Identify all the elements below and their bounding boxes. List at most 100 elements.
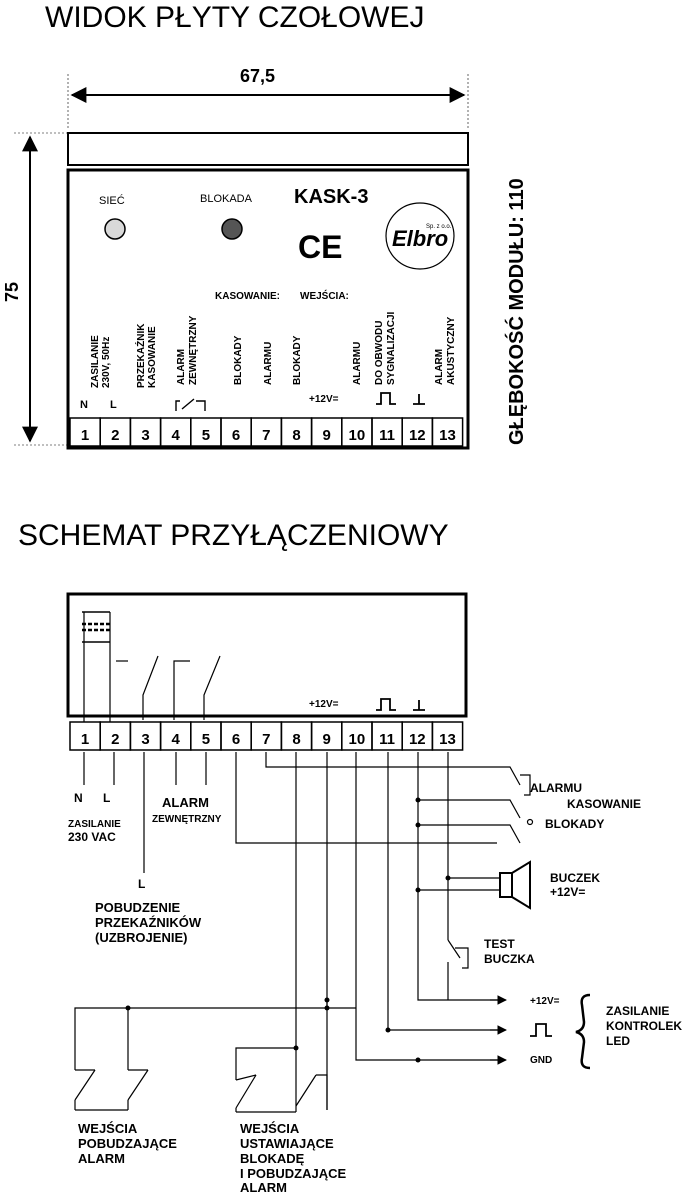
schema-terminal-label-5: 5 [202, 731, 210, 748]
kasowanie-header: KASOWANIE: [215, 291, 280, 302]
logo-sub: Sp. z o.o. [426, 224, 452, 230]
label-wej-ust-3: BLOKADĘ [240, 1151, 305, 1166]
relay-contact-5 [203, 655, 221, 720]
label-wej-ust-5: ALARM [240, 1180, 287, 1194]
front-terminal-label-9: 9 [323, 427, 331, 444]
label-zas-kontr-3: LED [606, 1034, 630, 1048]
wejscia-header: WEJŚCIA: [300, 289, 349, 302]
junction-dots [125, 797, 451, 1063]
front-terminal-13 [431, 417, 464, 447]
label-pobudzenie-3: (UZBROJENIE) [95, 930, 187, 945]
schema-l-label-2: L [138, 877, 145, 891]
label-out-plus12: +12V= [530, 996, 560, 1007]
label-buczek-voltage: +12V= [550, 885, 585, 899]
schema-l-label: L [103, 791, 110, 805]
ce-mark: CE [298, 229, 342, 265]
front-relay-contact [175, 398, 206, 411]
svg-text:ZEWNĘTRZNY: ZEWNĘTRZNY [188, 315, 199, 385]
front-terminal-label-2: 2 [111, 427, 119, 444]
width-dim-label: 67,5 [240, 66, 275, 86]
schema-terminal-label-4: 4 [172, 731, 181, 748]
front-terminal-label-11: 11 [379, 427, 395, 444]
relay-contact-4 [173, 660, 190, 720]
label-wej-pob-1: WEJŚCIA [78, 1121, 138, 1136]
front-terminal-label-6: 6 [232, 427, 240, 444]
label-kasowanie: KASOWANIE [567, 797, 641, 811]
svg-text:BLOKADY: BLOKADY [292, 335, 303, 385]
front-title: WIDOK PŁYTY CZOŁOWEJ [45, 1, 425, 34]
label-zas-kontr-2: KONTROLEK [606, 1019, 682, 1033]
schema-module-box [66, 592, 468, 718]
label-wej-ust-1: WEJŚCIA [240, 1121, 300, 1136]
label-buczka: BUCZKA [484, 952, 535, 966]
height-dim-label: 75 [2, 282, 22, 302]
front-terminal-label-3: 3 [141, 427, 149, 444]
svg-text:ALARMU: ALARMU [263, 342, 274, 385]
led-siec-indicator [104, 218, 126, 240]
schema-title: SCHEMAT PRZYŁĄCZENIOWY [18, 519, 449, 552]
svg-text:KASOWANIE: KASOWANIE [147, 326, 158, 388]
led-blokada-label: BLOKADA [200, 193, 253, 205]
schema-terminal-label-13: 13 [439, 731, 456, 748]
front-terminal-label-13: 13 [439, 427, 456, 444]
label-zewnetrzny: ZEWNĘTRZNY [152, 814, 222, 825]
front-plus12-label: +12V= [309, 394, 339, 405]
label-buczek: BUCZEK [550, 871, 600, 885]
schema-terminal-label-11: 11 [379, 731, 395, 748]
label-wej-ust-4: I POBUDZAJĄCE [240, 1166, 347, 1181]
schema-terminal-label-12: 12 [409, 731, 426, 748]
front-terminal-label-8: 8 [292, 427, 300, 444]
svg-text:PRZEKAŹNIK: PRZEKAŹNIK [134, 323, 147, 388]
schema-n-label: N [74, 791, 83, 805]
buzzer-icon [499, 860, 531, 910]
schema-terminal-label-1: 1 [81, 731, 89, 748]
svg-text:ALARMU: ALARMU [352, 342, 363, 385]
schema-terminal-label-8: 8 [292, 731, 300, 748]
svg-text:BLOKADY: BLOKADY [233, 335, 244, 385]
label-alarm: ALARM [162, 795, 209, 810]
led-blokada-indicator [221, 218, 243, 240]
front-terminal-label-4: 4 [172, 427, 181, 444]
company-logo: Elbro Sp. z o.o. [385, 202, 455, 270]
front-panel [66, 168, 470, 450]
model-label: KASK-3 [294, 186, 368, 208]
schema-pulse-icon [376, 698, 396, 711]
front-terminal-label-7: 7 [262, 427, 270, 444]
front-n-label: N [80, 399, 88, 411]
label-wej-pob-2: POBUDZAJĄCE [78, 1136, 177, 1151]
label-zas-kontr-1: ZASILANIE [606, 1004, 669, 1018]
schema-terminal-label-7: 7 [262, 731, 270, 748]
front-ground-icon [413, 394, 425, 405]
schema-plus12-label: +12V= [309, 699, 339, 710]
column-labels: ZASILANIE 230V, 50Hz PRZEKAŹNIK KASOWANI… [90, 311, 457, 388]
schema-terminal-13 [431, 721, 464, 751]
front-terminal-label-5: 5 [202, 427, 210, 444]
label-blokady: BLOKADY [545, 817, 604, 831]
schema-terminal-label-3: 3 [141, 731, 149, 748]
front-terminal-label-1: 1 [81, 427, 89, 444]
label-pobudzenie-1: POBUDZENIE [95, 900, 181, 915]
svg-text:AKUSTYCZNY: AKUSTYCZNY [446, 316, 457, 385]
svg-text:DO OBWODU: DO OBWODU [374, 321, 385, 385]
led-siec-label: SIEĆ [99, 194, 125, 207]
schema-ground-icon [413, 700, 425, 711]
out-pulse-icon [530, 1023, 552, 1037]
schema-terminal-label-10: 10 [349, 731, 366, 748]
front-l-label: L [110, 399, 117, 411]
svg-text:SYGNALIZACJI: SYGNALIZACJI [386, 311, 397, 385]
top-strip [67, 132, 469, 166]
label-230vac: 230 VAC [68, 830, 116, 844]
front-pulse-icon [376, 392, 396, 405]
schema-switches-bottom [74, 1069, 328, 1113]
transformer-symbol [82, 611, 111, 722]
svg-text:ALARM: ALARM [176, 349, 187, 385]
logo-text: Elbro [392, 226, 448, 251]
label-wej-pob-3: ALARM [78, 1151, 125, 1166]
front-terminal-label-12: 12 [409, 427, 426, 444]
schema-terminal-label-6: 6 [232, 731, 240, 748]
schema-terminal-label-9: 9 [323, 731, 331, 748]
svg-text:230V, 50Hz: 230V, 50Hz [101, 337, 112, 388]
